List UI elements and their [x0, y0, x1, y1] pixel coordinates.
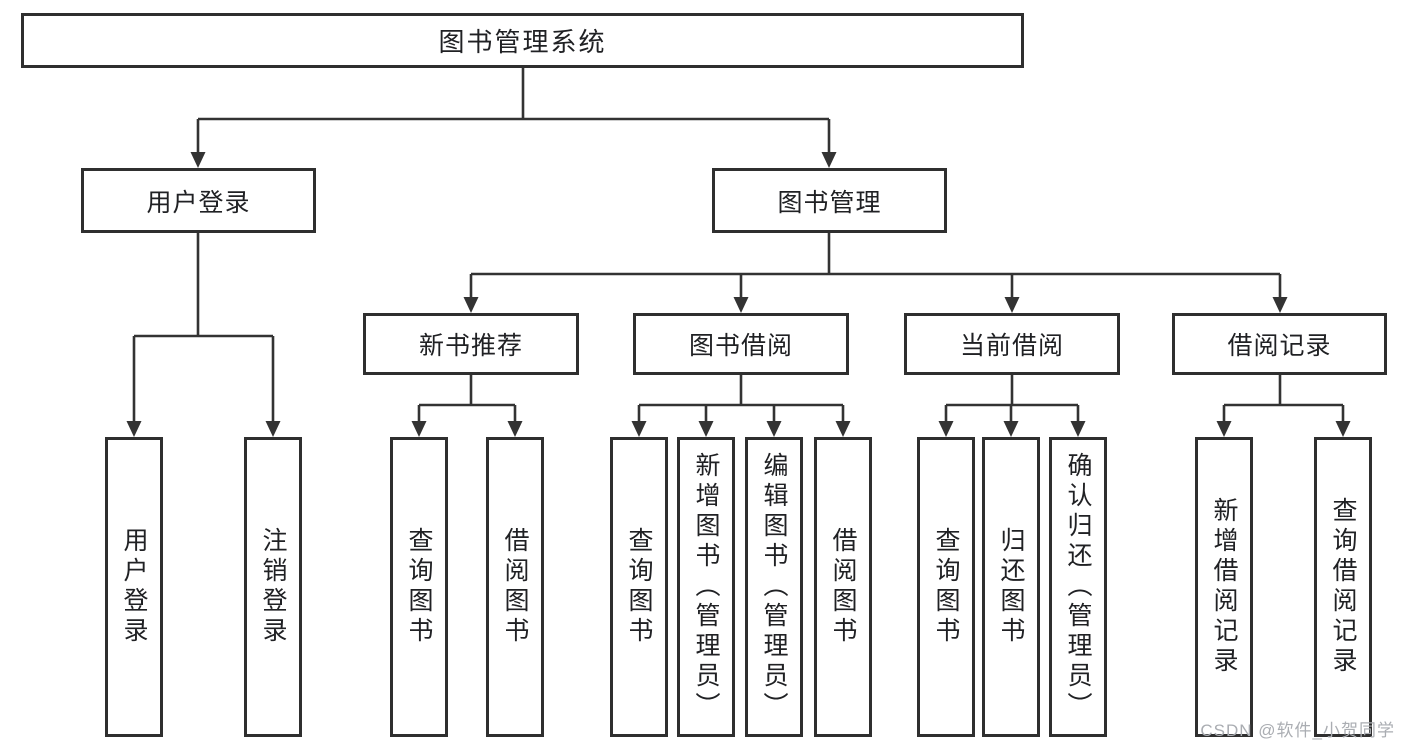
node-label: 用户登录	[146, 188, 251, 217]
connector-book-management-to-submodules	[463, 233, 1288, 313]
leaf-logout: 注销登录	[244, 437, 302, 737]
connector-current-borrowing-to-features	[938, 375, 1086, 437]
connector-root-to-modules	[190, 68, 837, 168]
arrowhead-icon	[265, 421, 281, 437]
arrowhead-icon	[821, 152, 837, 168]
arrowhead-icon	[1003, 421, 1019, 437]
leaf-return-books: 归还图书	[982, 437, 1040, 737]
node-current-borrowing: 当前借阅	[904, 313, 1120, 375]
leaf-query-books-recommend: 查询图书	[390, 437, 448, 737]
arrowhead-icon	[1335, 421, 1351, 437]
leaf-user-login: 用户登录	[105, 437, 163, 737]
leaf-query-books-current: 查询图书	[917, 437, 975, 737]
node-label: 查询借阅记录	[1329, 497, 1357, 677]
node-label: 确认归还（管理员）	[1064, 452, 1092, 722]
arrowhead-icon	[507, 421, 523, 437]
node-book-management: 图书管理	[712, 168, 947, 233]
arrowhead-icon	[463, 297, 479, 313]
node-label: 查询图书	[932, 527, 960, 647]
arrowhead-icon	[766, 421, 782, 437]
arrowhead-icon	[835, 421, 851, 437]
node-label: 编辑图书（管理员）	[760, 452, 788, 722]
node-label: 借阅记录	[1227, 332, 1332, 360]
node-label: 查询图书	[625, 527, 653, 647]
leaf-edit-books-admin: 编辑图书（管理员）	[745, 437, 803, 737]
connector-new-book-recommend-to-features	[411, 375, 523, 437]
leaf-query-borrow-record: 查询借阅记录	[1314, 437, 1372, 737]
node-label: 注销登录	[259, 527, 287, 647]
csdn-watermark: CSDN @软件_小贺同学	[1200, 721, 1395, 740]
node-label: 查询图书	[405, 527, 433, 647]
arrowhead-icon	[190, 152, 206, 168]
node-new-book-recommend: 新书推荐	[363, 313, 579, 375]
arrowhead-icon	[1272, 297, 1288, 313]
node-borrowing-records: 借阅记录	[1172, 313, 1387, 375]
node-label: 当前借阅	[959, 332, 1064, 360]
connector-book-borrowing-to-features	[631, 375, 851, 437]
leaf-add-borrow-record: 新增借阅记录	[1195, 437, 1253, 737]
node-library-management-system: 图书管理系统	[21, 13, 1024, 68]
leaf-add-books-admin: 新增图书（管理员）	[677, 437, 735, 737]
node-label: 用户登录	[120, 527, 148, 647]
arrowhead-icon	[1004, 297, 1020, 313]
node-label: 图书管理	[777, 188, 882, 217]
arrowhead-icon	[938, 421, 954, 437]
arrowhead-icon	[698, 421, 714, 437]
arrowhead-icon	[733, 297, 749, 313]
arrowhead-icon	[126, 421, 142, 437]
connector-borrowing-records-to-features	[1216, 375, 1351, 437]
node-label: 新书推荐	[418, 332, 523, 360]
arrowhead-icon	[411, 421, 427, 437]
node-label: 新增借阅记录	[1210, 497, 1238, 677]
leaf-borrow-books: 借阅图书	[814, 437, 872, 737]
node-label: 新增图书（管理员）	[692, 452, 720, 722]
leaf-borrow-books-recommend: 借阅图书	[486, 437, 544, 737]
leaf-confirm-return-admin: 确认归还（管理员）	[1049, 437, 1107, 737]
node-book-borrowing: 图书借阅	[633, 313, 849, 375]
arrowhead-icon	[1216, 421, 1232, 437]
connector-user-login-to-features	[126, 233, 281, 437]
node-label: 图书借阅	[688, 332, 793, 360]
node-label: 借阅图书	[501, 527, 529, 647]
arrowhead-icon	[1070, 421, 1086, 437]
arrowhead-icon	[631, 421, 647, 437]
node-user-login: 用户登录	[81, 168, 316, 233]
node-label: 归还图书	[997, 527, 1025, 647]
node-label: 图书管理系统	[438, 27, 607, 57]
node-label: 借阅图书	[829, 527, 857, 647]
leaf-query-books-borrowing: 查询图书	[610, 437, 668, 737]
